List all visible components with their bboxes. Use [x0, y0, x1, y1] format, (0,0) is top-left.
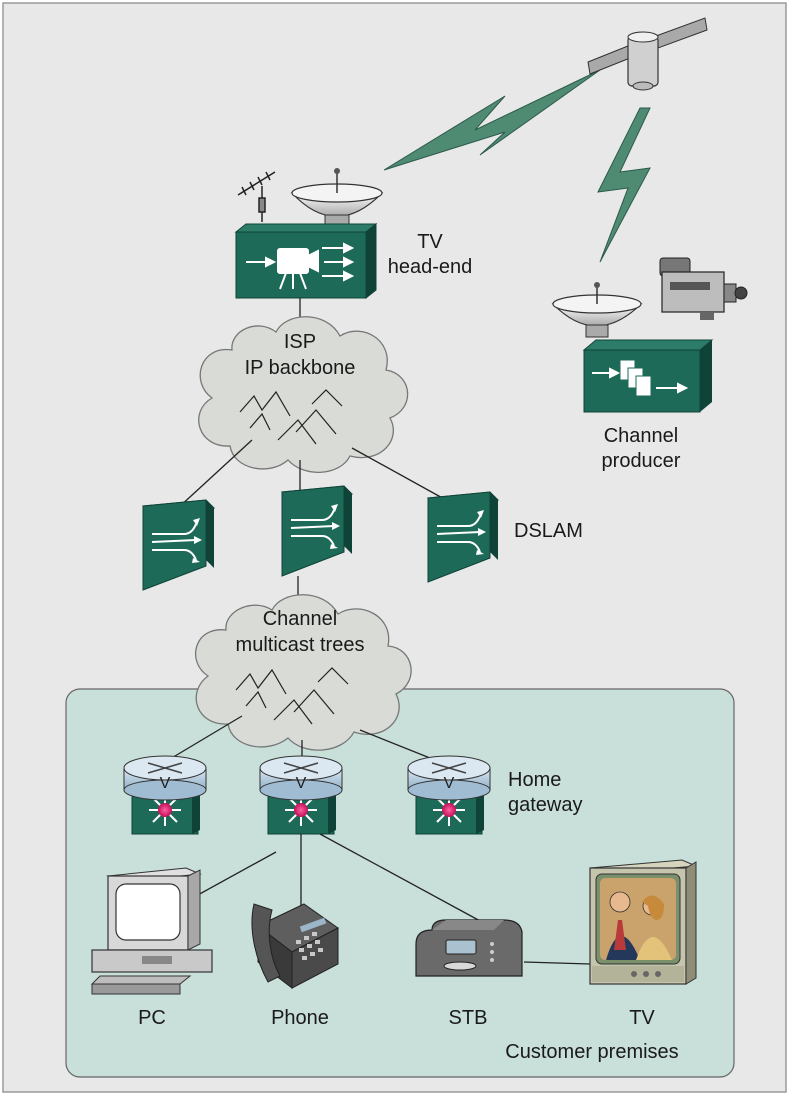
dish-icon	[290, 168, 384, 230]
phone-label: Phone	[271, 1007, 329, 1029]
dslam-label: DSLAM	[514, 520, 583, 542]
dslam-icon	[141, 499, 216, 591]
tv-headend-label-line2: head-end	[388, 256, 473, 278]
isp-to-dslam-links	[177, 439, 447, 509]
home-gateway-label-line2: gateway	[508, 794, 583, 816]
satellite-icon	[587, 17, 708, 91]
home-gateway-label-line1: Home	[508, 769, 561, 791]
gateway-to-device-links	[195, 833, 591, 965]
phone-icon	[251, 903, 339, 990]
tv-label: TV	[629, 1007, 655, 1029]
producer-dish-icon	[551, 282, 643, 338]
dslam-icon	[280, 485, 354, 577]
router-letter: V	[296, 775, 307, 792]
router-icon: V	[259, 755, 343, 801]
router-icon: V	[407, 755, 491, 801]
tv-headend-device	[234, 222, 378, 300]
isp-label-line2: IP backbone	[245, 357, 356, 379]
antenna-icon	[237, 171, 276, 222]
isp-cloud-icon	[198, 316, 409, 473]
satellite-link-producer	[597, 107, 651, 263]
multicast-cloud-icon	[194, 594, 412, 751]
isp-label-line1: ISP	[284, 331, 316, 353]
channel-producer-device	[582, 339, 714, 413]
television-icon	[589, 859, 697, 985]
multicast-to-gateway-links	[164, 715, 441, 763]
channel-producer-label-line1: Channel	[604, 425, 679, 447]
home-gateway-1: V	[123, 755, 207, 835]
stb-label: STB	[449, 1007, 488, 1029]
customer-premises-label: Customer premises	[505, 1041, 678, 1063]
multicast-label-line2: multicast trees	[236, 634, 365, 656]
home-gateway-3: V	[407, 755, 491, 835]
set-top-box-icon	[415, 919, 523, 977]
tv-headend-label-line1: TV	[417, 231, 443, 253]
router-letter: V	[160, 775, 171, 792]
channel-producer-label-line2: producer	[602, 450, 681, 472]
pc-icon	[90, 867, 213, 995]
dslam-icon	[426, 491, 500, 583]
video-camera-icon	[659, 257, 748, 320]
multicast-label-line1: Channel	[263, 608, 338, 630]
router-icon: V	[123, 755, 207, 801]
router-letter: V	[444, 775, 455, 792]
home-gateway-2: V	[259, 755, 343, 835]
pc-label: PC	[138, 1007, 166, 1029]
